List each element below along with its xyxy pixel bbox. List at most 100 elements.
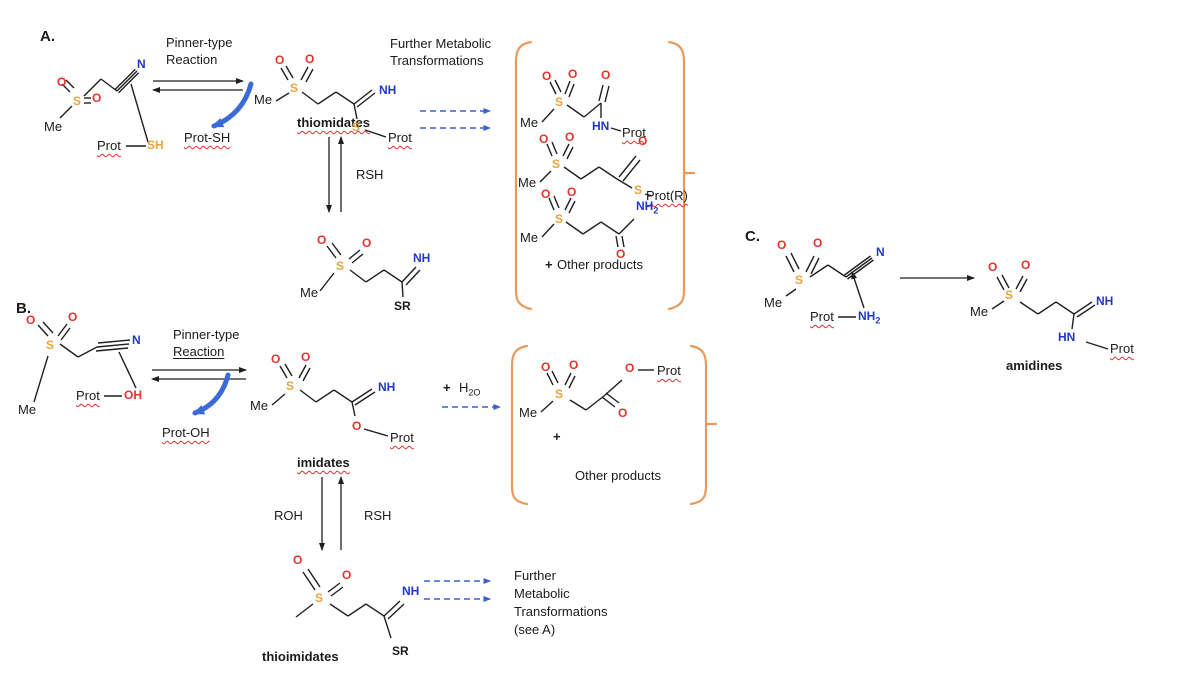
nh2-group: NH2 [858, 309, 881, 326]
oxygen-atom: O [1021, 258, 1031, 272]
reaction-label-b: Reaction [173, 344, 225, 359]
rsh-equilibrium-arrows-a [326, 136, 344, 213]
bracket-right-a [667, 40, 686, 311]
roh-label: ROH [274, 508, 303, 523]
sh-group: SH [147, 138, 164, 152]
nh-group: NH [1096, 294, 1114, 308]
me-label: Me [764, 295, 783, 310]
bracket-right-b [689, 344, 708, 506]
curved-arrow-a [211, 81, 254, 129]
roh-rsh-equilibrium-arrows-b [319, 476, 344, 551]
molecule-b-product-ester [540, 369, 654, 413]
oxygen-atom: O [601, 68, 611, 82]
me-label: Me [254, 92, 273, 107]
oxygen-atom: O [301, 350, 311, 364]
oxygen-atom: O [616, 247, 626, 261]
oxygen-atom: O [305, 52, 315, 66]
me-label: Me [520, 115, 539, 130]
dashed-arrows-b3 [424, 578, 491, 602]
panel-a-label: A. [40, 28, 55, 45]
oxygen-atom: O [342, 568, 352, 582]
reaction-label-a: Reaction [166, 52, 218, 67]
molecule-a-product-thioester [539, 141, 653, 197]
sulfur-atom: S [315, 591, 324, 605]
imidates-label: imidates [297, 455, 350, 470]
prot-label: Prot [657, 363, 681, 378]
me-label: Me [519, 405, 538, 420]
molecule-a2-thioimidate [275, 65, 387, 138]
nh-group: NH [379, 83, 397, 97]
equilibrium-arrows-a [152, 78, 244, 93]
plus-sign: + [545, 257, 553, 272]
me-label: Me [18, 402, 37, 417]
molecule-b3-thioimidate [295, 568, 405, 639]
sulfur-atom: S [73, 94, 82, 108]
me-label: Me [520, 230, 539, 245]
panel-c-label: C. [745, 228, 760, 245]
sr-group: SR [392, 644, 409, 658]
metabolic-label: Metabolic [514, 586, 570, 601]
oxygen-atom: O [26, 313, 36, 327]
panel-b-label: B. [16, 300, 31, 317]
oxygen-atom: O [567, 185, 577, 199]
molecule-a-product-primary-amide [541, 195, 635, 248]
oxygen-atom: O [293, 553, 303, 567]
nh-group: NH [378, 380, 396, 394]
see-a-label: (see A) [514, 622, 556, 637]
sulfur-atom: S [555, 387, 564, 401]
sulfur-atom: S [634, 183, 643, 197]
oxygen-atom: O [541, 360, 551, 374]
molecule-c1-sulfonyl-nitrile [785, 252, 874, 318]
prot-label: Prot [76, 388, 100, 403]
oxygen-atom: O [275, 53, 285, 67]
pinner-type-label-b: Pinner-type [173, 327, 240, 342]
transformations-label: Transformations [514, 604, 608, 619]
sulfur-atom: S [555, 212, 564, 226]
me-label: Me [300, 285, 319, 300]
oxygen-atom: O [568, 67, 578, 81]
molecule-a-product-amide [541, 79, 622, 132]
rsh-label: RSH [364, 508, 392, 523]
plus-sign: + [443, 380, 451, 395]
oh-group: OH [124, 388, 142, 402]
thioimidates-label: thioimidates [262, 649, 339, 664]
sulfur-atom: S [795, 273, 804, 287]
oxygen-atom: O [988, 260, 998, 274]
molecule-c2-amidine [991, 274, 1109, 350]
oxygen-atom: O [813, 236, 823, 250]
prot-label: Prot [1110, 341, 1134, 356]
hn-group: HN [1058, 330, 1076, 344]
bracket-left-b [510, 344, 529, 506]
oxygen-atom: O [317, 233, 327, 247]
oxygen-atom: O [539, 132, 549, 146]
hn-group: HN [592, 119, 610, 133]
molecule-b2-imidate [271, 363, 389, 437]
oxygen-atom: O [68, 310, 78, 324]
further-label: Further [514, 568, 556, 583]
prot-sh-label: Prot-SH [184, 130, 231, 145]
nitrogen-atom: N [137, 57, 146, 71]
oxygen-atom: O [638, 134, 648, 148]
sulfur-atom: S [286, 379, 295, 393]
nh-group: NH [402, 584, 420, 598]
nh2-group: NH2 [636, 199, 659, 216]
sulfur-atom: S [352, 120, 361, 134]
oxygen-atom: O [362, 236, 372, 250]
me-label: Me [970, 304, 989, 319]
molecule-b1-sulfonyl-nitrile [33, 321, 137, 403]
other-products-label: Other products [575, 468, 661, 483]
nitrogen-atom: N [132, 333, 141, 347]
prot-label: Prot [390, 430, 414, 445]
oxygen-atom: O [618, 406, 628, 420]
oxygen-atom: O [625, 361, 635, 375]
oxygen-atom: O [92, 91, 102, 105]
sulfur-atom: S [46, 338, 55, 352]
sulfur-atom: S [552, 157, 561, 171]
prot-label: Prot [97, 138, 121, 153]
pinner-type-label-a: Pinner-type [166, 35, 233, 50]
curved-arrow-b [192, 372, 231, 416]
amidines-label: amidines [1006, 358, 1063, 373]
further-metabolic-label: Further Metabolic [390, 36, 492, 51]
oxygen-atom: O [569, 358, 579, 372]
